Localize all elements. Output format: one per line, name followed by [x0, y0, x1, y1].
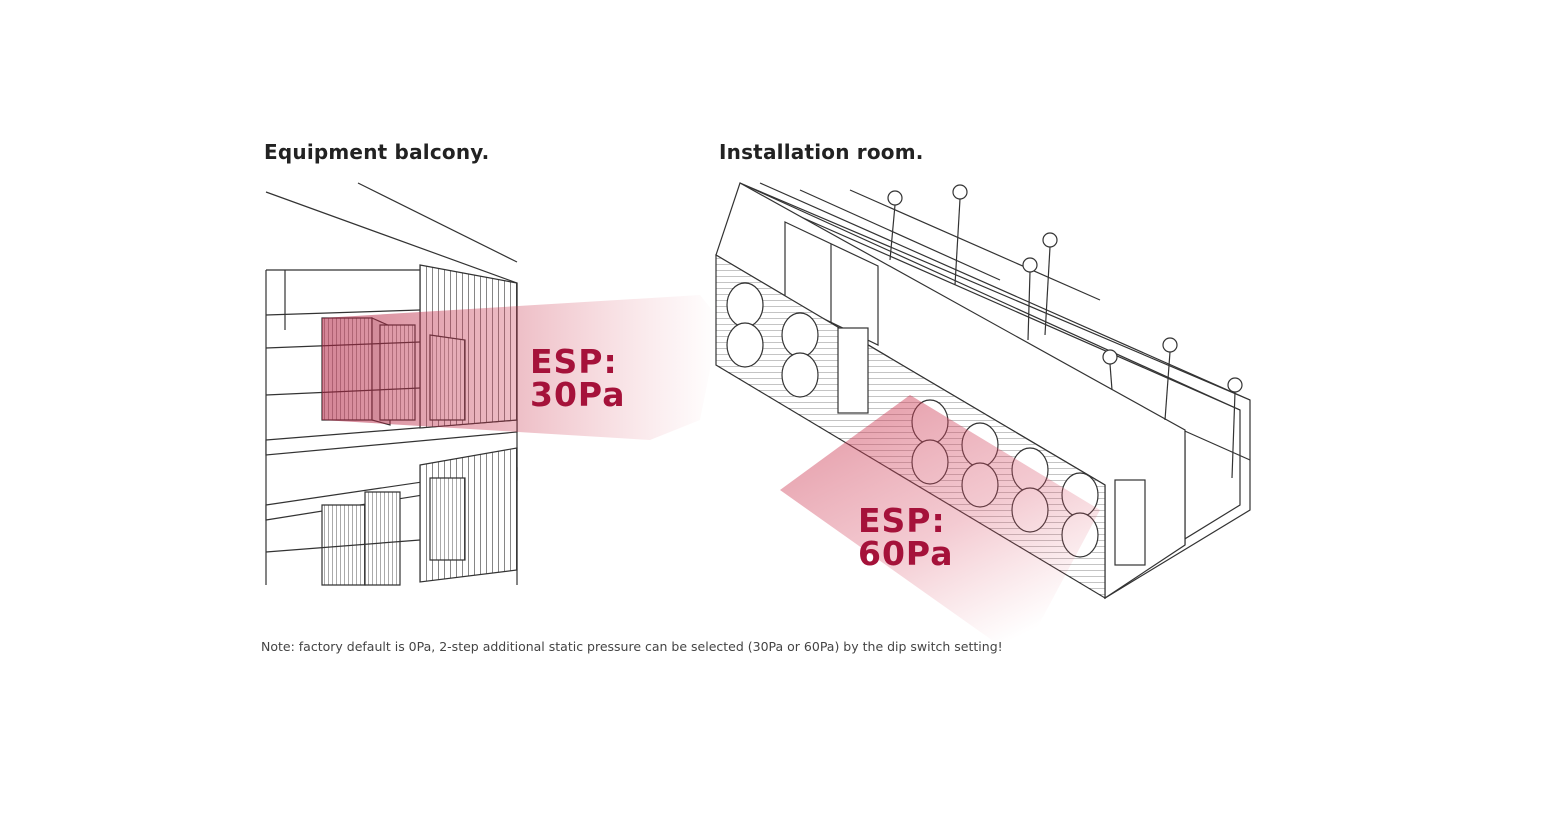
esp-label: ESP: [530, 342, 618, 381]
airflow-30pa [322, 295, 720, 440]
esp-30pa-label: ESP: 30Pa [530, 345, 626, 411]
airflow-60pa [780, 395, 1100, 660]
balcony-title: Equipment balcony. [264, 140, 490, 164]
footnote: Note: factory default is 0Pa, 2-step add… [261, 639, 1003, 654]
esp-value: 60Pa [858, 534, 954, 573]
installation-room-title: Installation room. [719, 140, 924, 164]
esp-60pa-label: ESP: 60Pa [858, 504, 954, 570]
esp-label: ESP: [858, 501, 946, 540]
esp-value: 30Pa [530, 375, 626, 414]
